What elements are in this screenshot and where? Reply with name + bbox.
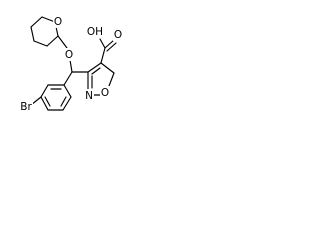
phenyl-bond xyxy=(63,84,72,98)
carboxylic-acid-group xyxy=(99,38,117,64)
isoxazole-nitrogen-label: N xyxy=(85,90,93,102)
acid-hydroxyl-bond xyxy=(99,38,106,49)
ether-oxygen-label: O xyxy=(65,49,73,61)
hydroxyl-label: OH xyxy=(87,26,103,38)
thp-bond xyxy=(41,16,56,23)
acid-double-bond xyxy=(104,39,115,49)
acid-double-bond xyxy=(106,42,117,52)
thp-bond xyxy=(30,16,43,28)
phenyl-double-bond xyxy=(60,96,67,107)
hydroxyl-label-bg xyxy=(86,25,104,38)
carbonyl-oxygen-label-bg xyxy=(113,28,123,41)
phenyl-bond xyxy=(40,84,49,98)
central-to-aryl-bond xyxy=(63,71,73,86)
isoxazole-bond xyxy=(100,62,115,74)
phenyl-bond xyxy=(62,96,72,111)
isoxazole-ring xyxy=(87,62,115,96)
isoxazole-double-bond xyxy=(91,67,101,75)
chemical-structure-diagram: O O N O OH O Br xyxy=(18,15,123,113)
ring-oxygen-label: O xyxy=(54,16,62,28)
isoxazole-bond xyxy=(87,62,102,73)
acid-bond xyxy=(100,47,106,64)
isoxazole-nitrogen-label-bg xyxy=(84,89,94,102)
isoxazole-oxygen-label-bg xyxy=(100,86,110,99)
thp-bond xyxy=(46,35,59,47)
phenyl-bond xyxy=(40,96,49,111)
thp-bond xyxy=(30,26,35,42)
bromine-label: Br xyxy=(20,101,32,113)
bromine-label-bg xyxy=(18,100,33,113)
ether-bond-upper xyxy=(57,35,68,49)
ether-oxygen-label-bg xyxy=(64,48,74,61)
bromophenyl-ring xyxy=(30,84,72,111)
isoxazole-bond xyxy=(108,72,115,87)
carbonyl-oxygen-label: O xyxy=(114,29,122,41)
ring-oxygen-label-bg xyxy=(53,15,63,28)
isoxazole-oxygen-label: O xyxy=(101,87,109,99)
ether-bond-lower xyxy=(69,59,73,73)
phenyl-double-bond xyxy=(44,96,51,107)
thp-bond xyxy=(33,40,48,47)
